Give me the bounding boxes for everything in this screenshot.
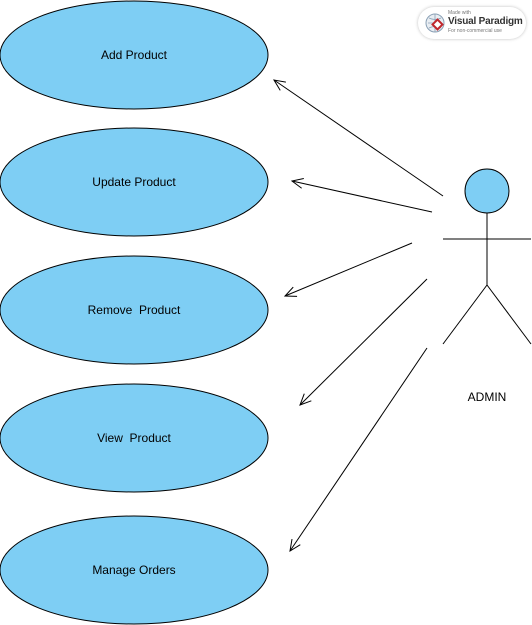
association-arrow-update-product[interactable] [290,178,433,213]
actor-admin[interactable]: ADMIN [442,168,532,404]
use-case-label-view-product: View Product [97,431,171,445]
use-case-label-update-product: Update Product [92,175,176,189]
use-case-label-manage-orders: Manage Orders [92,563,175,577]
watermark-brand: Visual Paradigm [448,16,523,27]
actor-head [464,168,510,214]
actor-left-leg [442,284,488,345]
watermark-made-with: Made with [448,10,471,16]
visual-paradigm-logo-icon [425,13,445,33]
use-case-label-remove-product: Remove Product [88,303,181,317]
use-case-manage-orders[interactable]: Manage Orders [0,515,269,625]
association-arrow-view-product[interactable] [299,278,428,406]
watermark-note: For non-commercial use [448,28,502,34]
association-arrow-remove-product[interactable] [283,242,413,297]
visual-paradigm-watermark: Made with Visual Paradigm For non-commer… [418,7,526,39]
use-case-add-product[interactable]: Add Product [0,0,269,110]
association-arrow-add-product[interactable] [273,79,444,197]
actor-right-leg [486,284,532,345]
use-case-view-product[interactable]: View Product [0,383,269,493]
use-case-remove-product[interactable]: Remove Product [0,255,269,365]
association-arrow-manage-orders[interactable] [289,347,428,553]
actor-label: ADMIN [468,390,507,404]
use-case-update-product[interactable]: Update Product [0,127,269,237]
use-case-label-add-product: Add Product [101,48,168,62]
